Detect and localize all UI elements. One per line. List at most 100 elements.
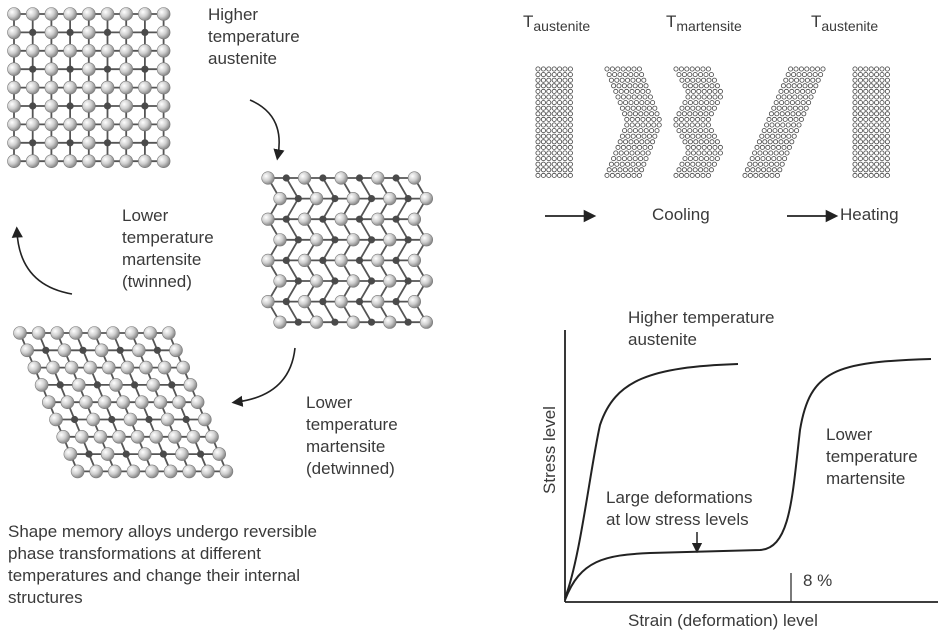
- atom-large: [138, 43, 152, 58]
- chain-atom: [546, 72, 552, 78]
- chain-atom: [785, 122, 791, 128]
- atom-large: [334, 212, 348, 226]
- chain-atom: [752, 150, 758, 156]
- atom-large: [63, 43, 77, 58]
- chain-atom: [868, 72, 874, 78]
- atom-large: [93, 429, 108, 444]
- chain-atom: [639, 167, 645, 173]
- atom-small: [42, 346, 50, 354]
- chain-atom: [540, 150, 546, 156]
- chain-atom: [711, 161, 717, 167]
- chain-atom: [774, 122, 780, 128]
- chain-atom: [546, 144, 552, 150]
- atom-large: [156, 43, 171, 58]
- chain-atom: [567, 128, 573, 134]
- chain-atom: [557, 161, 563, 167]
- atom-large: [25, 7, 40, 21]
- chain-atom: [656, 116, 662, 122]
- atom-large: [219, 464, 234, 479]
- chain-atom: [651, 116, 657, 122]
- atom-small: [29, 65, 37, 73]
- bond: [322, 280, 336, 303]
- label-line: (detwinned): [306, 459, 395, 478]
- chain-atom: [857, 111, 863, 117]
- chain-atom: [684, 116, 690, 122]
- bond: [395, 301, 409, 323]
- chain-atom: [857, 172, 863, 178]
- bond: [285, 239, 300, 261]
- atom-large: [383, 192, 397, 206]
- chain-atom: [863, 72, 869, 78]
- chain-atom: [852, 150, 858, 156]
- chain-atom: [863, 66, 869, 72]
- chain-atom: [797, 94, 803, 100]
- chain-atom: [562, 156, 568, 162]
- atom-large: [31, 326, 46, 340]
- chain-atom: [622, 111, 628, 117]
- chain-atom: [863, 88, 869, 94]
- chain-atom: [562, 161, 568, 167]
- atom-large: [82, 154, 96, 168]
- chain-atom: [698, 139, 704, 145]
- chain-atom: [624, 122, 630, 128]
- chain-atom: [852, 128, 858, 134]
- bond: [395, 239, 409, 261]
- chain-atom: [708, 111, 714, 117]
- chain-atom: [692, 72, 698, 78]
- atom-small: [103, 102, 112, 110]
- atom-large: [346, 233, 360, 247]
- atom-large: [46, 360, 60, 375]
- chain-atom: [857, 161, 863, 167]
- chain-atom: [633, 167, 639, 173]
- chain-atom: [644, 100, 650, 106]
- chain-atom: [619, 77, 625, 83]
- chain-atom: [647, 94, 653, 100]
- chain-atom: [693, 83, 699, 89]
- chain-atom: [785, 111, 791, 117]
- chain-atom: [619, 161, 625, 167]
- chain-atom: [703, 167, 709, 173]
- chain-atom: [868, 144, 874, 150]
- atom-small: [282, 174, 290, 182]
- chain-atom: [693, 156, 699, 162]
- atom-large: [132, 343, 146, 358]
- stress-strain-plot: [564, 330, 938, 603]
- chain-atom: [874, 94, 880, 100]
- atom-large: [44, 117, 59, 132]
- chain-atom: [616, 83, 622, 89]
- chain-atom: [631, 172, 637, 178]
- chain-atom: [857, 167, 863, 173]
- chain-atom: [673, 172, 679, 178]
- atom-small: [294, 236, 302, 244]
- chain-atom: [868, 77, 874, 83]
- atom-large: [64, 360, 79, 375]
- atom-large: [57, 343, 72, 358]
- chain-atom: [879, 144, 885, 150]
- chain-atom: [617, 100, 623, 106]
- chain-atom: [874, 72, 880, 78]
- chain-atom: [788, 128, 794, 134]
- chain-atom: [874, 116, 880, 122]
- chain-atom: [711, 133, 717, 139]
- chain-atom: [767, 128, 773, 134]
- chain-atom: [698, 111, 704, 117]
- chain-atom: [619, 105, 625, 111]
- chain-atom: [535, 94, 541, 100]
- chain-atom: [717, 88, 723, 94]
- atom-large: [383, 315, 397, 329]
- chain-atom: [695, 122, 701, 128]
- chain-atom: [884, 156, 890, 162]
- chain-atom: [551, 116, 557, 122]
- chain-atom: [783, 77, 789, 83]
- chain-atom: [782, 156, 788, 162]
- chain-atom: [535, 72, 541, 78]
- atom-large: [273, 233, 287, 247]
- chain-atom: [779, 150, 785, 156]
- bond: [395, 177, 409, 200]
- chain-atom: [676, 167, 682, 173]
- chain-atom: [642, 94, 648, 100]
- atom-large: [119, 62, 133, 76]
- chain-atom: [685, 94, 691, 100]
- atom-large: [153, 395, 168, 410]
- chain-atom: [562, 167, 568, 173]
